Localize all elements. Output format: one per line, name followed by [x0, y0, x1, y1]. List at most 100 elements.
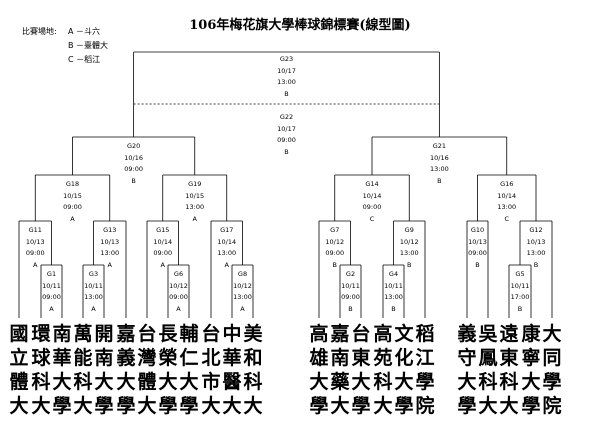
team-name: 長榮大學 [158, 323, 178, 417]
match-date: 10/14 [217, 237, 237, 246]
match-date: 10/12 [325, 237, 345, 246]
match-id: G10 [470, 226, 485, 234]
match-date: 10/13 [526, 237, 546, 246]
match-time: 09:00 [169, 293, 188, 301]
team-name: 輔仁大學 [179, 323, 199, 417]
match-date: 10/17 [277, 124, 296, 133]
match-date: 10/14 [497, 191, 517, 200]
match-id: G13 [103, 226, 117, 234]
match-time: 09:00 [153, 249, 173, 257]
match-date: 10/13 [25, 237, 45, 246]
match-venue: A [224, 260, 229, 269]
match-id: G8 [237, 270, 248, 278]
match-time: 17:00 [510, 293, 530, 301]
match-venue: A [91, 304, 96, 313]
match-id: G19 [188, 180, 202, 188]
match-time: 13:00 [100, 249, 120, 257]
match-time: 09:00 [277, 136, 296, 144]
match-id: G7 [330, 226, 340, 234]
team-name: 康寧大學 [521, 323, 541, 417]
page-title: 106年梅花旗大學棒球錦標賽(線型圖) [189, 18, 411, 33]
team-name: 台北市大 [201, 323, 221, 417]
match-time: 09:00 [124, 165, 143, 173]
match-time: 13:00 [277, 78, 296, 86]
match-date: 10/15 [185, 191, 205, 200]
match-venue: C [369, 214, 375, 223]
match-date: 10/15 [63, 191, 82, 200]
match-id: G12 [529, 226, 543, 234]
team-name: 嘉義大學 [116, 323, 136, 417]
match-venue: A [240, 304, 245, 313]
venue-legend-c: C －稻江 [68, 55, 101, 64]
match-id: G14 [365, 180, 379, 188]
match-time: 09:00 [42, 293, 61, 301]
match-venue: B [131, 176, 136, 185]
match-time: 13:00 [185, 203, 205, 211]
match-time: 09:00 [25, 249, 45, 257]
team-name: 稻江學院 [415, 323, 435, 417]
team-name: 嘉南藥大 [330, 323, 350, 417]
team-name: 吳鳳科大 [478, 323, 498, 417]
match-time: 09:00 [63, 203, 82, 211]
match-time: 13:00 [399, 249, 419, 257]
match-id: G21 [432, 142, 447, 150]
match-date: 10/11 [384, 281, 403, 290]
team-name: 大同學院 [542, 323, 562, 417]
match-id: G2 [345, 270, 356, 278]
match-date: 10/14 [362, 191, 382, 200]
match-id: G22 [279, 113, 294, 121]
match-venue: B [284, 89, 289, 98]
match-time: 09:00 [362, 203, 382, 211]
match-time: 13:00 [384, 293, 403, 301]
match-date: 10/12 [233, 281, 252, 290]
match-venue: A [176, 304, 181, 313]
match-id: G18 [65, 180, 80, 188]
team-name: 高雄大學 [309, 323, 329, 417]
team-name: 中華醫大 [222, 323, 242, 417]
match-id: G11 [28, 226, 42, 234]
team-name: 文化大學 [394, 323, 414, 417]
match-venue: A [70, 214, 75, 223]
match-venue: B [407, 260, 412, 269]
team-name: 國立體大 [9, 323, 29, 417]
match-date: 10/12 [399, 237, 419, 246]
match-id: G23 [279, 55, 294, 63]
match-date: 10/11 [84, 281, 103, 290]
match-time: 13:00 [526, 249, 546, 257]
match-id: G1 [46, 270, 57, 278]
team-name: 南華大學 [52, 323, 72, 417]
team-name: 開南大學 [94, 323, 114, 417]
match-venue: B [437, 176, 442, 185]
match-date: 10/16 [124, 153, 143, 162]
venue-legend-a: A －斗六 [68, 27, 101, 36]
team-name: 高苑科大 [373, 323, 393, 417]
match-venue: B [332, 260, 337, 269]
venue-legend-b: B －臺體大 [68, 41, 109, 50]
team-name: 萬能科大 [73, 323, 93, 417]
match-date: 10/12 [169, 281, 188, 290]
venue-legend-label: 比賽場地: [22, 27, 57, 36]
match-date: 10/11 [341, 281, 360, 290]
match-date: 10/13 [468, 237, 487, 246]
match-id: G4 [388, 270, 399, 278]
match-venue: A [160, 260, 165, 269]
match-venue: B [533, 260, 539, 269]
team-name: 台灣體大 [137, 323, 157, 417]
team-name: 遠東科大 [499, 323, 519, 417]
